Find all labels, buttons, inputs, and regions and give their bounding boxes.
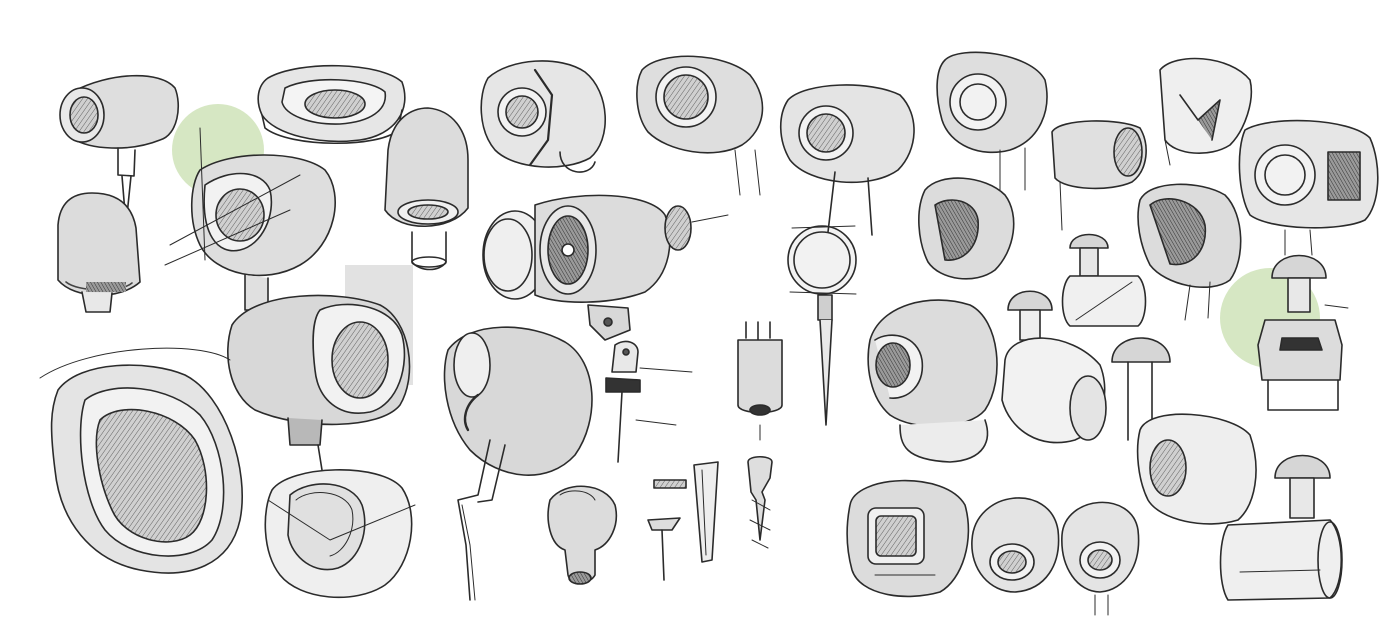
sketch-square-lens-head <box>846 479 970 598</box>
sketch-egg-uplight <box>264 469 416 599</box>
sketch-bullet-spotlight <box>59 74 180 226</box>
sketch-stone-floodlight <box>39 347 244 574</box>
sketch-gooseneck-lamp <box>1111 337 1257 525</box>
sketch-tube-lamp <box>1051 120 1147 231</box>
sketch-mushroom-cylinder-a <box>1061 233 1147 327</box>
sketch-swivel-stake <box>737 321 783 549</box>
sketch-bell-bollard <box>384 107 469 271</box>
sketch-dome-uplight-b <box>1061 501 1140 616</box>
sketch-dome-bollard <box>57 192 141 313</box>
sketch-mushroom-cylinder-c <box>1219 454 1343 601</box>
sketch-round-pod-lamp <box>779 84 915 236</box>
sketch-dome-uplight-a <box>971 497 1060 593</box>
sketch-pebble-lamp-axes <box>164 127 336 311</box>
sketch-hood-lamp <box>1159 57 1253 166</box>
sketch-exploded-wheel-lamp <box>482 194 729 303</box>
sketch-ring-lamp <box>787 225 857 426</box>
sketch-sphere-on-dome <box>867 299 998 463</box>
sketch-box-lens-lamp <box>1238 119 1379 256</box>
sketch-ball-lamp-small <box>547 485 617 585</box>
sketch-clip-parts <box>647 461 719 581</box>
sketch-pebble-dish <box>257 64 406 145</box>
sketch-mount-parts <box>587 304 693 463</box>
sketch-rounded-lamp-top <box>636 55 764 196</box>
sketch-angled-spotlight <box>1137 183 1242 321</box>
sketch-wrap-lens-lamp <box>480 60 607 173</box>
sketch-pebble-lamp-right-a <box>936 51 1048 196</box>
sketch-mushroom-cylinder-b <box>1001 290 1107 444</box>
sketch-scoop-lamp <box>918 177 1015 280</box>
sketch-mushroom-bollard <box>1257 254 1349 411</box>
sketch-stake-spotlight <box>443 326 593 601</box>
sketch-large-pebble-spotlight <box>227 265 413 471</box>
